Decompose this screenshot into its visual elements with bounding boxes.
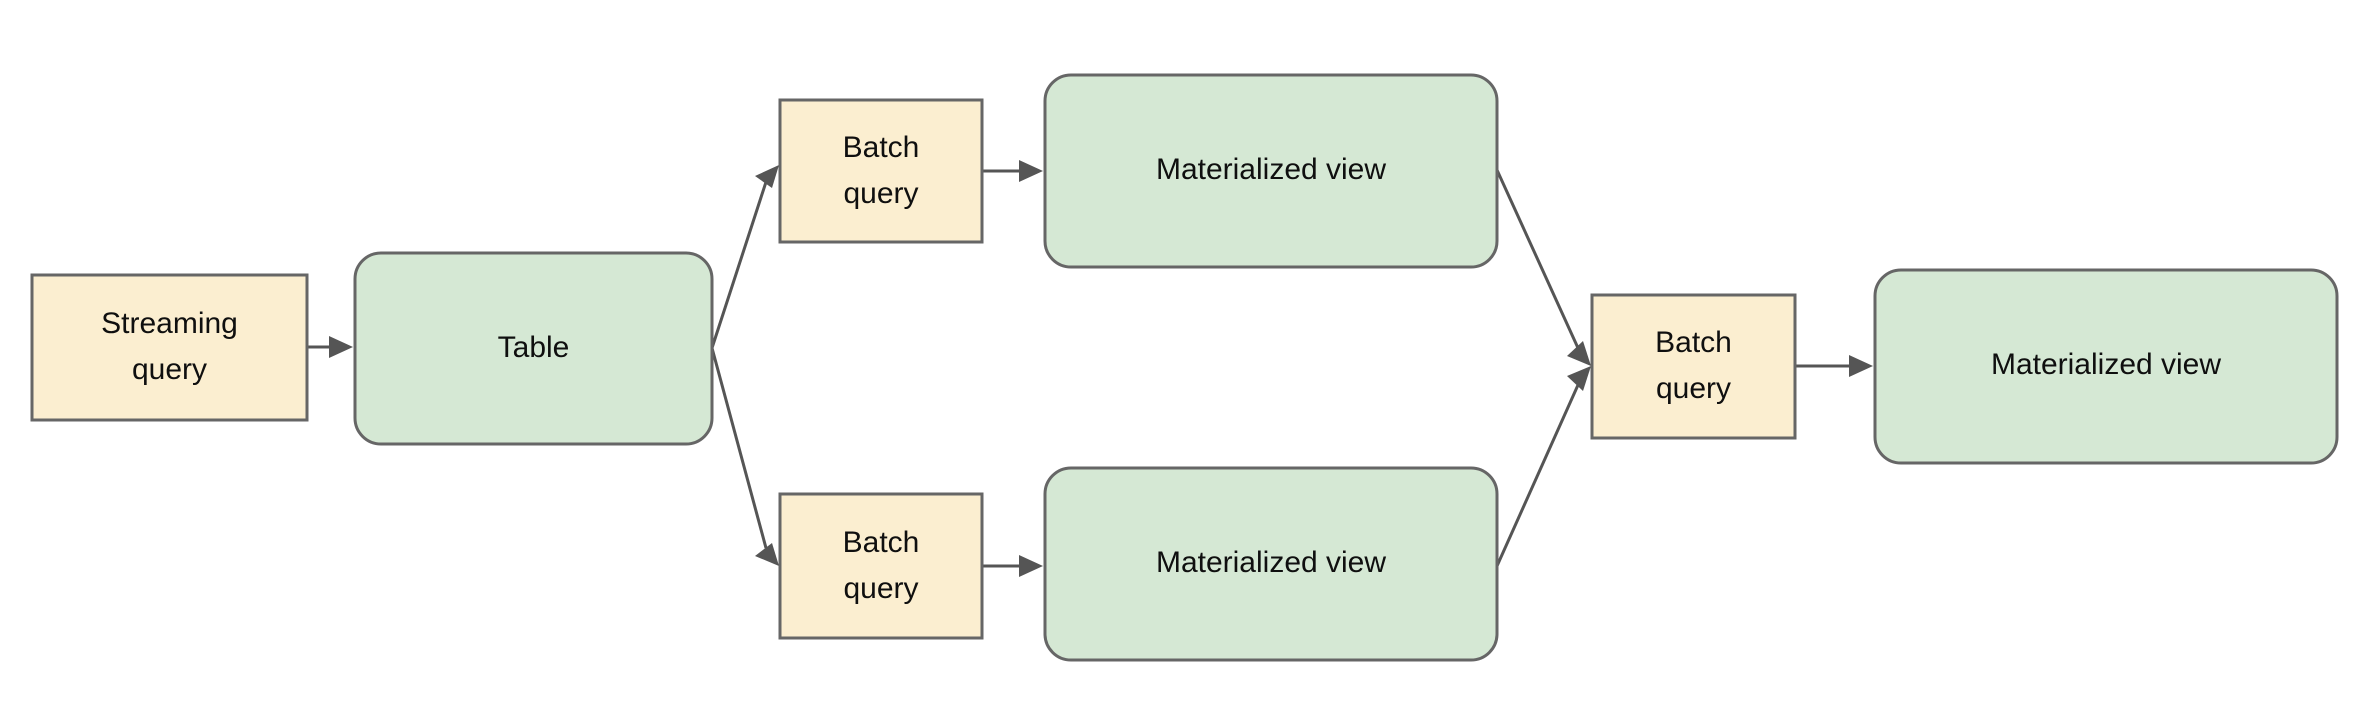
node-label: query (843, 177, 918, 210)
edge-line (710, 347, 768, 549)
node-label: Batch (843, 526, 920, 559)
edge-table-to-batch-bottom (710, 347, 779, 566)
edge-streaming-to-table (307, 336, 353, 358)
node-streaming-query[interactable]: Streaming query (30, 273, 309, 422)
node-shape (1873, 268, 2339, 465)
node-label: Streaming (101, 307, 238, 340)
node-shape (778, 492, 984, 640)
node-label: query (132, 353, 207, 386)
node-shape (1043, 73, 1499, 269)
node-label: Table (498, 331, 570, 364)
edge-batch-top-to-view-top (982, 160, 1043, 182)
node-label: query (1656, 372, 1731, 405)
node-shape (30, 273, 309, 422)
edge-layer (307, 160, 1873, 577)
node-shape (1590, 293, 1797, 440)
node-batch-query-top[interactable]: Batch query (778, 98, 984, 244)
node-materialized-view-final[interactable]: Materialized view (1873, 268, 2339, 465)
node-shape (1043, 466, 1499, 662)
arrowhead-icon (755, 543, 779, 566)
edge-line (1495, 384, 1580, 567)
arrowhead-icon (1567, 366, 1591, 391)
node-shape (353, 251, 714, 446)
node-table[interactable]: Table (353, 251, 714, 446)
edge-line (710, 181, 768, 349)
arrowhead-icon (1019, 160, 1043, 182)
edge-batch-merge-to-view-final (1795, 355, 1873, 377)
node-label: Batch (1655, 326, 1732, 359)
arrowhead-icon (1849, 355, 1873, 377)
node-label: Materialized view (1991, 348, 2221, 381)
arrowhead-icon (1567, 341, 1591, 366)
edge-view-bottom-to-batch-merge (1495, 366, 1591, 567)
edge-line (1495, 169, 1580, 349)
arrowhead-icon (1019, 555, 1043, 577)
node-batch-query-merge[interactable]: Batch query (1590, 293, 1797, 440)
edge-view-top-to-batch-merge (1495, 169, 1591, 366)
node-materialized-view-top[interactable]: Materialized view (1043, 73, 1499, 269)
node-label: Batch (843, 131, 920, 164)
node-layer: Streaming query Table Batch query Materi… (30, 73, 2339, 662)
arrowhead-icon (329, 336, 353, 358)
node-materialized-view-bottom[interactable]: Materialized view (1043, 466, 1499, 662)
node-shape (778, 98, 984, 244)
node-batch-query-bottom[interactable]: Batch query (778, 492, 984, 640)
node-label: Materialized view (1156, 153, 1386, 186)
node-label: Materialized view (1156, 546, 1386, 579)
node-label: query (843, 572, 918, 605)
edge-batch-bottom-to-view-bottom (982, 555, 1043, 577)
arrowhead-icon (755, 165, 779, 188)
edge-table-to-batch-top (710, 165, 779, 349)
